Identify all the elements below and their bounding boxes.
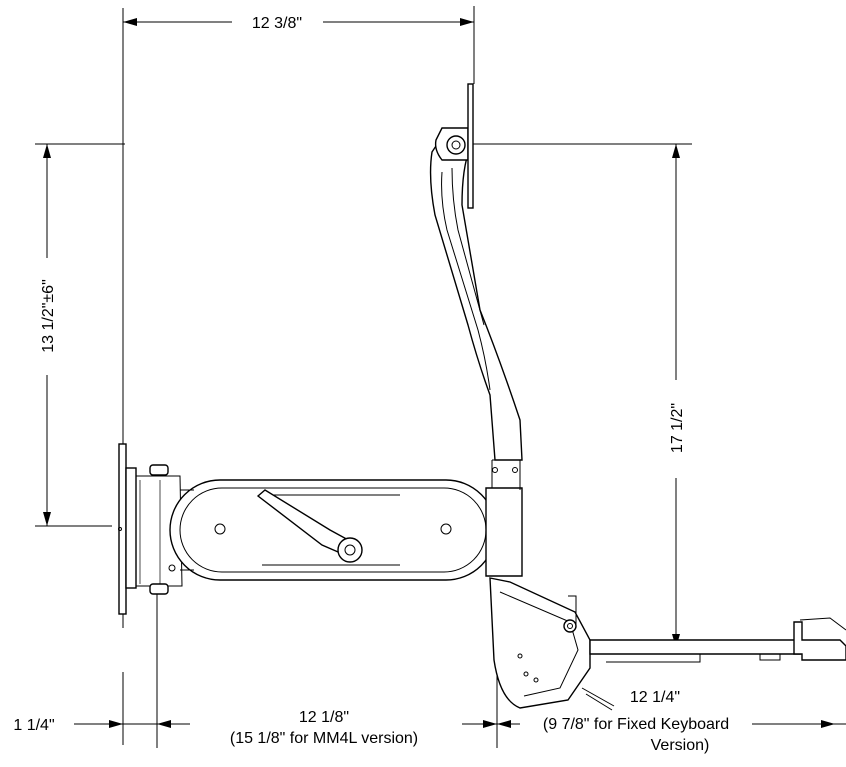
keyboard-tray bbox=[589, 617, 846, 663]
wall-mount-plate bbox=[118, 443, 183, 615]
keyboard-tray-mechanism bbox=[489, 577, 615, 711]
dimension-bottom-left: 1 1/4" bbox=[13, 717, 157, 734]
dimension-left-height: 13 1/2"±6" bbox=[40, 144, 57, 526]
dimension-label-top-width: 12 3/8" bbox=[252, 15, 302, 32]
dimension-note-bottom-right-2: Version) bbox=[651, 737, 710, 754]
dimension-top-width: 12 3/8" bbox=[123, 15, 474, 32]
dimension-note-bottom-right: (9 7/8" for Fixed Keyboard bbox=[543, 716, 729, 733]
dimension-label-right-height: 17 1/2" bbox=[669, 403, 686, 453]
dimension-bottom-right: 12 1/4" (9 7/8" for Fixed Keyboard Versi… bbox=[497, 689, 846, 754]
dimension-bottom-mid: 12 1/8" (15 1/8" for MM4L version) bbox=[157, 709, 497, 747]
dimension-label-bottom-right: 12 1/4" bbox=[630, 689, 680, 706]
dimension-note-bottom-mid: (15 1/8" for MM4L version) bbox=[230, 730, 418, 747]
horizontal-arm bbox=[169, 479, 497, 581]
monitor-arm bbox=[429, 83, 523, 461]
dimension-label-bottom-left: 1 1/4" bbox=[13, 717, 54, 734]
vertical-column bbox=[485, 459, 523, 577]
dimension-label-left-height: 13 1/2"±6" bbox=[40, 279, 57, 353]
dimension-label-bottom-mid: 12 1/8" bbox=[299, 709, 349, 726]
extension-lines bbox=[35, 6, 692, 748]
dimension-right-height: 17 1/2" bbox=[669, 144, 686, 648]
